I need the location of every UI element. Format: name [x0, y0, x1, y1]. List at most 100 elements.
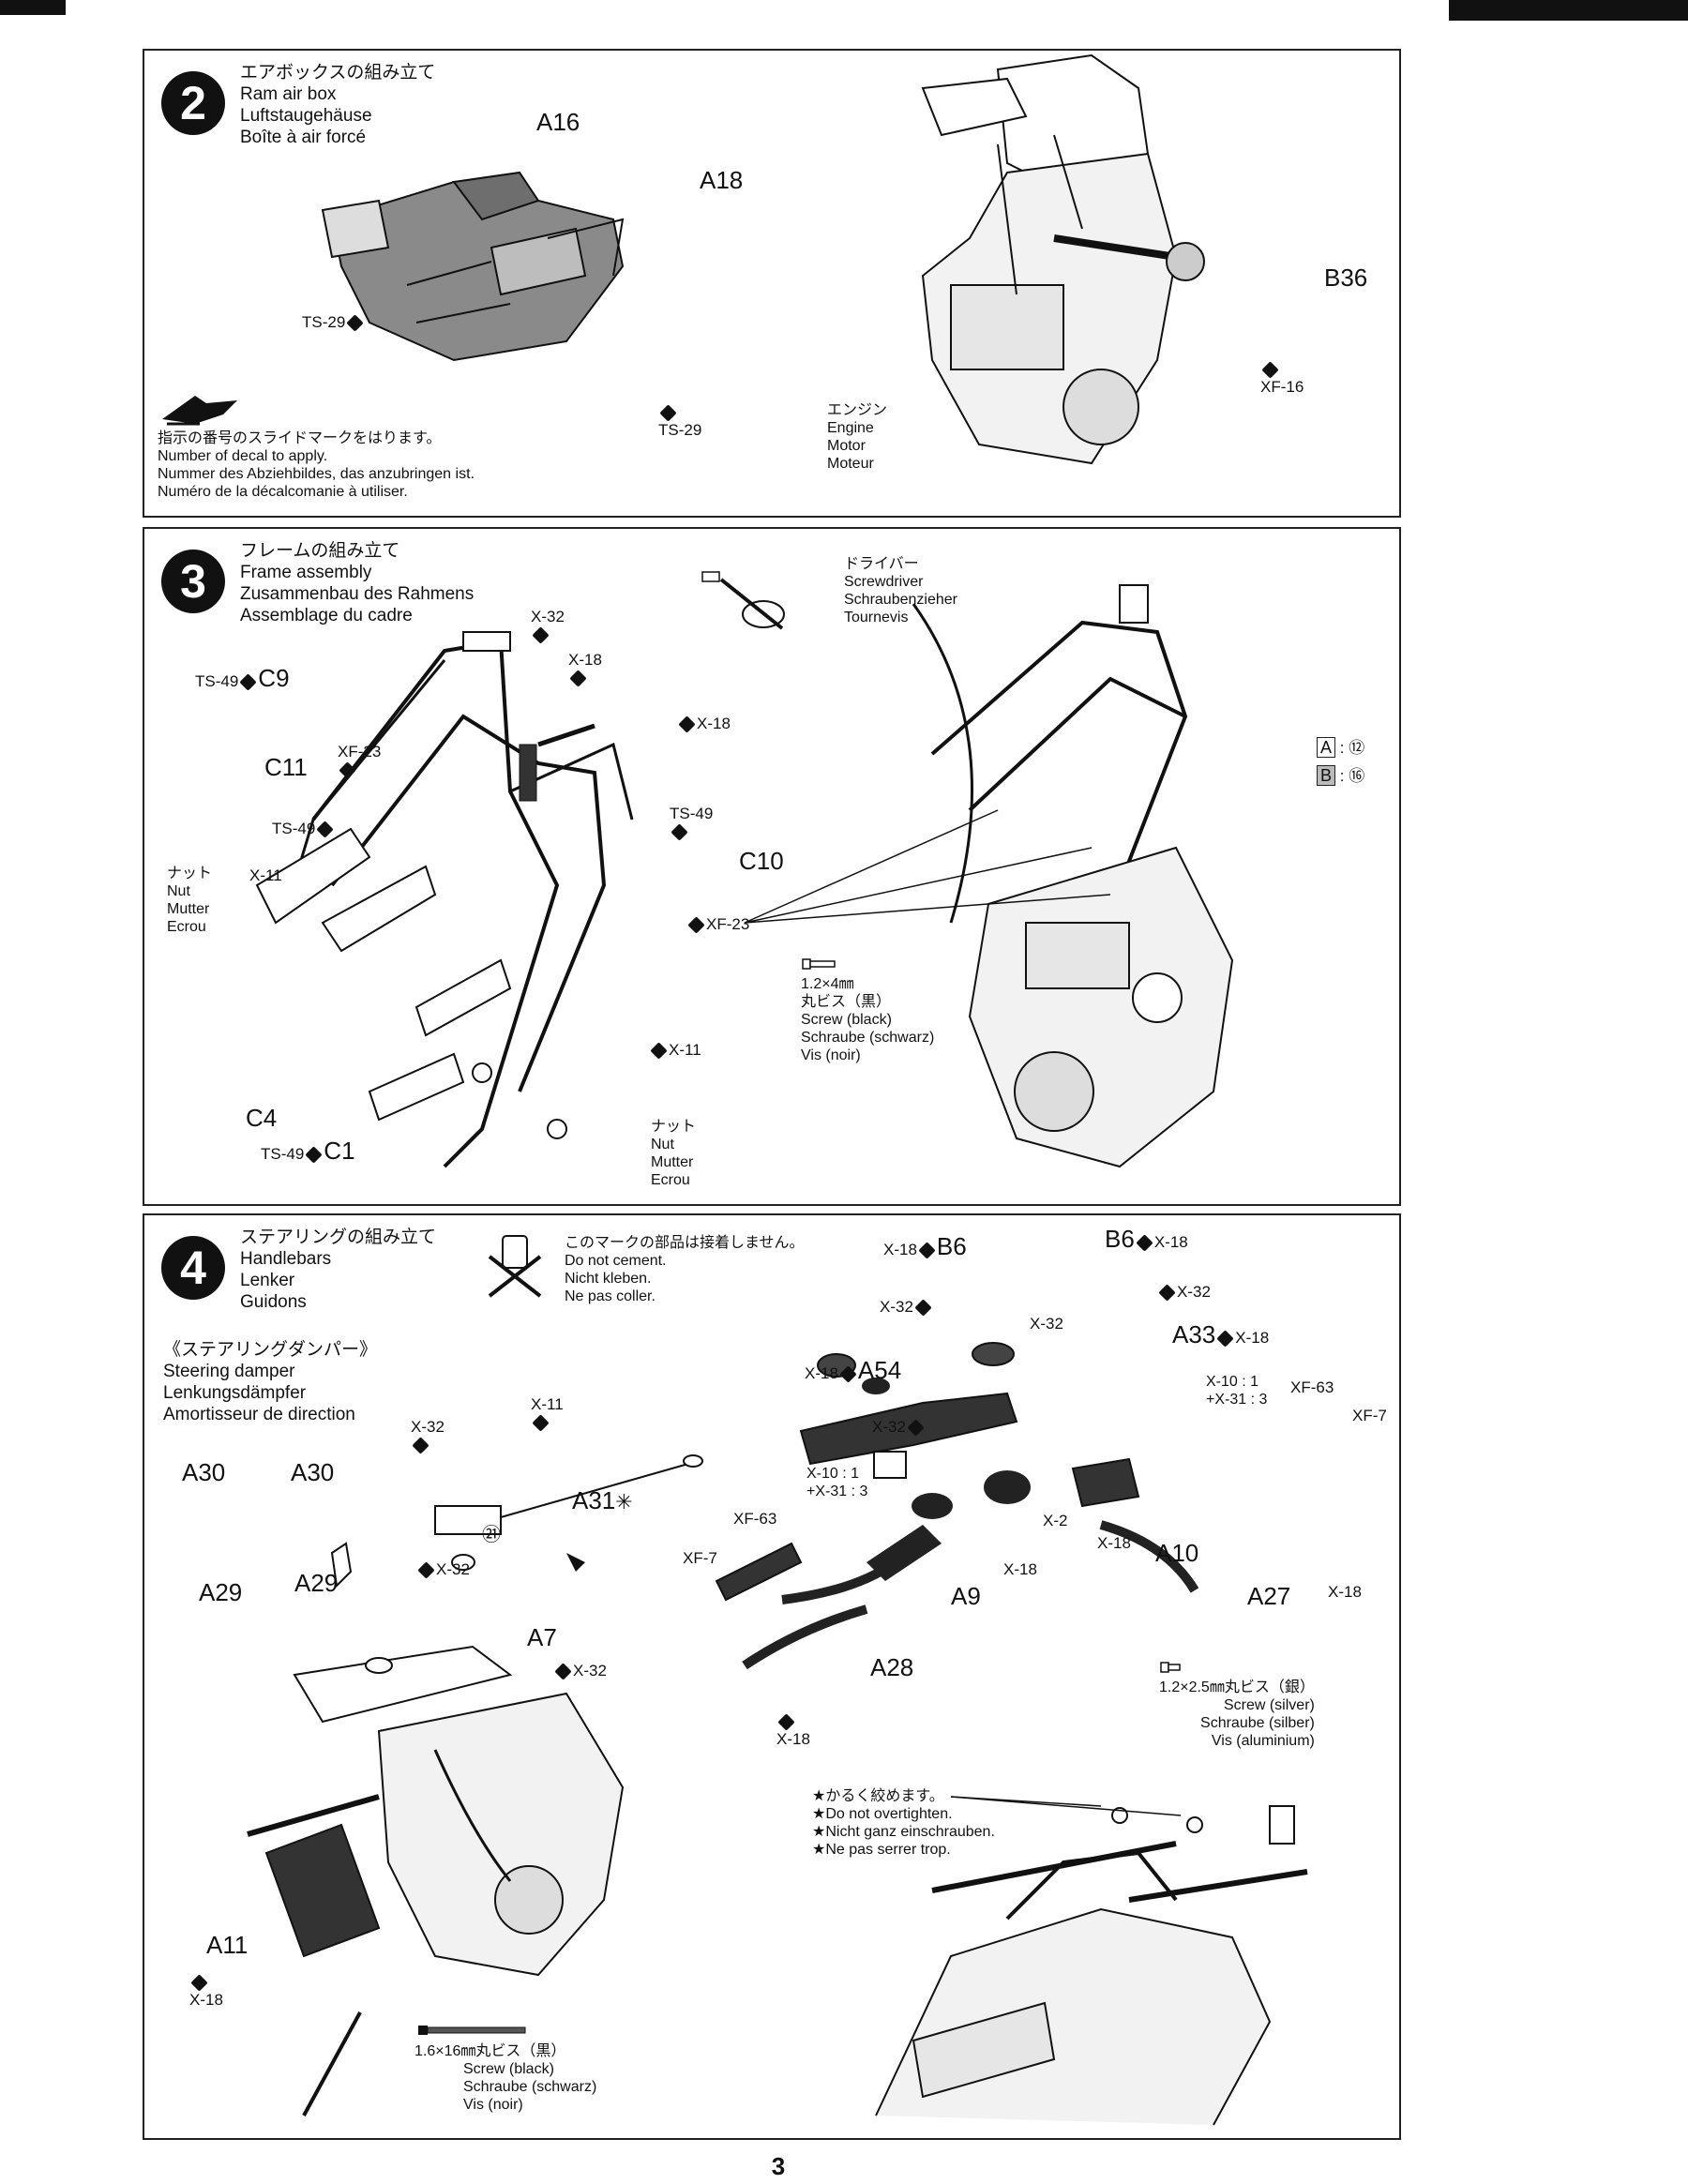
step4-title-en: Handlebars — [240, 1249, 332, 1269]
paint-ts49-c1-text: TS-49 — [261, 1145, 305, 1163]
step2-title-fr: Boîte à air forcé — [240, 128, 367, 147]
part-a54: A54 — [857, 1356, 902, 1384]
paint-x11-b: X-11 — [649, 1041, 701, 1060]
paint-x32-b6r-text: X-32 — [1177, 1283, 1211, 1301]
screw-black-long-label: 1.6×16㎜丸ビス（黒） Screw (black) Schraube (sc… — [414, 2042, 596, 2114]
step4-title-fr: Guidons — [240, 1292, 307, 1312]
no-cement-fr: Ne pas coller. — [565, 1288, 656, 1304]
decal-note-fr: Numéro de la décalcomanie à utiliser. — [158, 484, 408, 500]
step4-number: 4 — [161, 1236, 225, 1300]
decal-a-12: A : ⑫ — [1317, 737, 1364, 758]
nut-right-ja: ナット — [651, 1119, 697, 1135]
paint-x18-a54-text: X-18 — [805, 1364, 838, 1382]
part-a30-left: A30 — [182, 1458, 226, 1486]
nut-right-de: Mutter — [651, 1154, 694, 1170]
screw-black-fr: Vis (noir) — [463, 2097, 523, 2113]
part-a31: A31✳ — [572, 1487, 633, 1515]
part-a10: A10 — [1155, 1539, 1199, 1567]
paint-dot-icon — [1136, 1234, 1153, 1252]
paint-x18-a: X-18 — [568, 651, 602, 687]
paint-dot-icon — [554, 1663, 572, 1680]
decal-b-num: ⑯ — [1349, 767, 1365, 785]
decal-note-en: Number of decal to apply. — [158, 448, 328, 464]
screw-1-2x4-label: 1.2×4㎜ 丸ビス（黒） Screw (black) Schraube (sc… — [801, 975, 934, 1064]
paint-ts29-left-text: TS-29 — [302, 313, 346, 331]
screwdriver-fr: Tournevis — [844, 610, 909, 625]
paint-x18-b6l-text: X-18 — [883, 1241, 917, 1258]
paint-x11-b-text: X-11 — [669, 1041, 701, 1059]
paint-dot-icon — [678, 715, 696, 733]
paint-ts29-right-text: TS-29 — [658, 421, 702, 439]
engine-label-de: Motor — [827, 438, 866, 454]
decal-note-de: Nummer des Abziehbildes, das anzubringen… — [158, 466, 475, 482]
paint-xf7-left-text: XF-7 — [683, 1549, 717, 1567]
handlebars-exploded-illustration — [715, 1342, 1199, 1670]
paint-dot-icon — [190, 1974, 208, 1992]
part-a7: A7 — [527, 1623, 557, 1651]
paint-x18-lever-text: X-18 — [776, 1730, 810, 1748]
paint-dot-icon — [532, 1414, 550, 1432]
paint-dot-icon — [918, 1242, 936, 1259]
paint-x32-a29-text: X-32 — [436, 1560, 470, 1578]
screwdriver-de: Schraubenzieher — [844, 592, 957, 608]
screwdriver-en: Screwdriver — [844, 574, 924, 590]
nut-left-fr: Ecrou — [167, 919, 206, 935]
part-a29-left: A29 — [199, 1578, 243, 1606]
step3-panel: 3 フレームの組み立て Frame assembly Zusammenbau d… — [143, 527, 1401, 1206]
no-cement-en: Do not cement. — [565, 1253, 667, 1269]
nut-left-de: Mutter — [167, 901, 210, 917]
paint-dot-icon — [671, 823, 688, 841]
part-a18: A18 — [700, 166, 744, 194]
paint-x32-text: X-32 — [531, 608, 565, 625]
screw-silver-size: 1.2×2.5㎜丸ビス（銀） — [1159, 1679, 1315, 1695]
paint-x18-a33-text: X-18 — [1235, 1329, 1270, 1347]
no-cement-de: Nicht kleben. — [565, 1271, 652, 1287]
paint-dot-icon — [659, 404, 677, 422]
damper-fr: Amortisseur de direction — [163, 1405, 355, 1424]
no-cement-note: このマークの部品は接着しません。 Do not cement. Nicht kl… — [565, 1234, 805, 1305]
overtighten-ja: ★かるく絞めます。 — [812, 1788, 944, 1804]
paint-dot-icon — [346, 314, 364, 332]
screw-black-en: Screw (black) — [463, 2061, 554, 2077]
decal-b-letter: B — [1317, 765, 1336, 786]
paint-x18-a11: X-18 — [189, 1973, 223, 2009]
decal-a-letter: A — [1317, 737, 1336, 758]
frame-exploded-illustration — [255, 631, 634, 1168]
damper-en: Steering damper — [163, 1362, 295, 1381]
nut-left-ja: ナット — [167, 866, 213, 881]
step3-number: 3 — [161, 550, 225, 613]
paint-x32: X-32 — [531, 608, 565, 644]
part-a33: A33 — [1172, 1320, 1216, 1348]
nut-left-en: Nut — [167, 883, 190, 899]
engine-label: エンジン Engine Motor Moteur — [827, 401, 887, 473]
paint-dot-icon — [907, 1419, 925, 1437]
paint-x11-damper: X-11 — [531, 1395, 564, 1432]
paint-x18-b-text: X-18 — [697, 715, 731, 732]
nut-right-en: Nut — [651, 1137, 674, 1152]
paint-dot-icon — [1261, 361, 1279, 379]
paint-x11-damper-text: X-11 — [531, 1395, 564, 1413]
paint-mix-d: +X-31 : 3 — [806, 1484, 868, 1499]
step4-title-de: Lenker — [240, 1271, 295, 1290]
paint-xf23-a: XF-23 — [338, 743, 381, 779]
screw-silver-fr: Vis (aluminium) — [1211, 1733, 1315, 1749]
part-a11: A11 — [206, 1931, 249, 1959]
paint-x18-b: X-18 — [677, 715, 731, 733]
paint-x18-lever: X-18 — [776, 1712, 810, 1748]
paint-x18-a10: X-18 — [1097, 1534, 1131, 1552]
paint-dot-icon — [316, 821, 334, 838]
step2-title-en: Ram air box — [240, 84, 337, 104]
no-cement-icon — [488, 1235, 542, 1298]
paint-dot-icon — [417, 1561, 435, 1579]
step3-title-en: Frame assembly — [240, 563, 372, 582]
part-c11: C11 — [264, 753, 308, 781]
part-a16: A16 — [536, 108, 580, 136]
screw-silver-icon — [1160, 1662, 1181, 1673]
no-cement-mini-icon: ✳ — [615, 1490, 633, 1514]
paint-x32-a54: X-32 — [872, 1418, 926, 1437]
screwdriver-ja: ドライバー — [844, 556, 919, 572]
paint-dot-icon — [239, 673, 257, 691]
overtighten-note: ★かるく絞めます。 ★Do not overtighten. ★Nicht ga… — [812, 1787, 995, 1859]
paint-x32-a7-text: X-32 — [573, 1662, 607, 1679]
